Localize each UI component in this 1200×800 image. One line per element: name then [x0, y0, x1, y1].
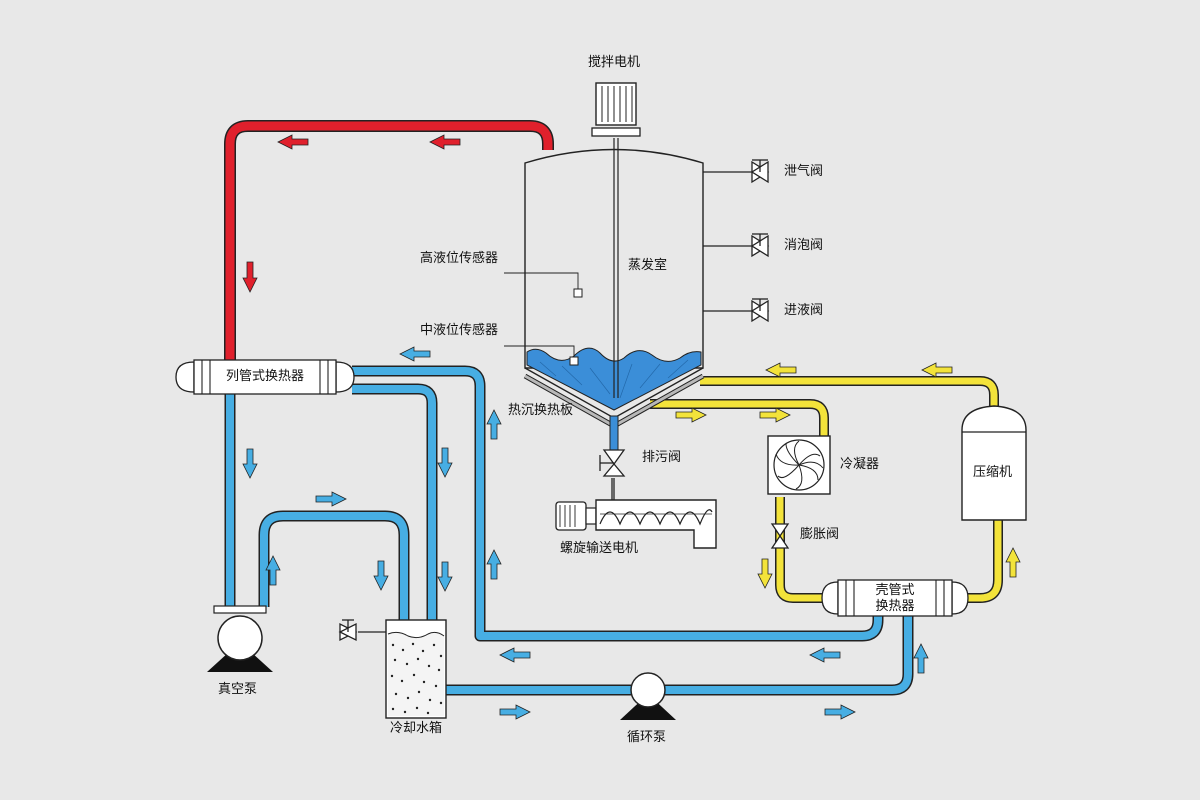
refrigerant-pipes — [650, 376, 1003, 603]
flow-arrow-down — [437, 561, 453, 592]
vacuum-pump — [207, 605, 273, 672]
inlet-valve-label: 进液阀 — [784, 303, 824, 318]
heat-sink-plate-label: 热沉换热板 — [508, 403, 574, 418]
side-valves — [703, 159, 770, 323]
circulation-pump-label: 循环泵 — [627, 730, 667, 745]
flow-arrow-down — [757, 558, 773, 589]
hot-vapor-pipe — [224, 120, 554, 362]
condenser-label: 冷凝器 — [840, 457, 880, 472]
flow-arrow-right — [675, 407, 707, 423]
defoam-valve-label: 消泡阀 — [784, 238, 824, 253]
circulation-pump — [620, 672, 676, 720]
tube-hx-label: 列管式换热器 — [226, 369, 305, 384]
defoam-valve-icon — [750, 233, 770, 258]
drain-valve-label: 排污阀 — [642, 450, 682, 465]
screw-motor-label: 螺旋输送电机 — [560, 541, 639, 556]
flow-arrow-down — [437, 447, 453, 478]
vent-valve-label: 泄气阀 — [784, 164, 824, 179]
hot-vapor-flow-arrows — [242, 134, 461, 293]
flow-arrow-left — [809, 647, 841, 663]
flow-arrow-down — [242, 261, 258, 293]
condenser — [767, 435, 831, 495]
cooling-water-flow-arrows — [242, 346, 929, 720]
drain-valve-icon — [599, 449, 626, 477]
flow-arrow-left — [399, 346, 431, 362]
flow-arrow-down — [242, 448, 258, 479]
cooling-tank-label: 冷却水箱 — [390, 721, 443, 736]
expansion-valve-label: 膨胀阀 — [800, 527, 840, 542]
flow-arrow-left — [921, 362, 953, 378]
stirrer-motor-label: 搅拌电机 — [588, 55, 641, 70]
compressor — [961, 405, 1027, 521]
vacuum-pump-label: 真空泵 — [218, 682, 258, 697]
flow-arrow-right — [824, 704, 856, 720]
high-level-sensor — [573, 288, 583, 298]
high-level-sensor-wire — [504, 272, 579, 290]
stirrer-motor — [591, 82, 641, 137]
flow-arrow-right — [759, 407, 791, 423]
compressor-label: 压缩机 — [973, 465, 1013, 480]
shell-tube-hx-label-line1: 壳管式 — [875, 583, 915, 598]
shell-tube-hx-label-line2: 换热器 — [875, 599, 915, 614]
flow-arrow-left — [765, 362, 797, 378]
cooling-water-pipes — [224, 365, 914, 696]
flow-arrow-right — [315, 491, 347, 507]
flow-arrow-up — [486, 409, 502, 440]
mid-level-sensor — [569, 356, 579, 366]
flow-arrow-up — [913, 643, 929, 674]
flow-arrow-up — [486, 549, 502, 580]
refrigerant-flow-arrows — [675, 362, 1021, 589]
screw-conveyor — [555, 499, 717, 549]
flow-arrow-right — [499, 704, 531, 720]
shell-tube-heat-exchanger — [821, 579, 969, 617]
flow-arrow-up — [265, 555, 281, 586]
flow-arrow-left — [277, 134, 309, 150]
expansion-valve-icon — [770, 523, 790, 549]
evaporation-chamber — [504, 138, 705, 453]
vent-valve-icon — [750, 159, 770, 184]
flow-arrow-up — [1005, 547, 1021, 578]
cooling-tank — [385, 619, 447, 719]
mid-level-sensor-wire — [504, 345, 575, 357]
flow-arrow-down — [373, 560, 389, 591]
flow-arrow-left — [429, 134, 461, 150]
mid-level-sensor-label: 中液位传感器 — [420, 323, 499, 338]
high-level-sensor-label: 高液位传感器 — [420, 251, 499, 266]
tank-valve-icon — [338, 619, 386, 642]
evaporation-chamber-label: 蒸发室 — [628, 258, 668, 273]
flow-arrow-left — [499, 647, 531, 663]
inlet-valve-icon — [750, 298, 770, 323]
tube-heat-exchanger — [175, 359, 355, 395]
